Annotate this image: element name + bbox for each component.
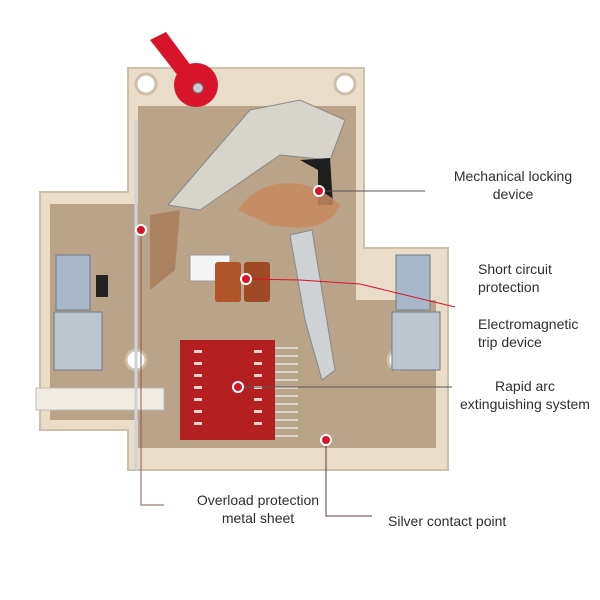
callout-line: Rapid arc — [495, 378, 555, 394]
marker-silver-contact — [320, 434, 332, 446]
left-terminal-clamp — [53, 311, 103, 371]
leader-overload — [140, 230, 164, 506]
right-terminal-clamp — [391, 311, 441, 371]
mechanism-lever — [167, 99, 346, 211]
callout-line: metal sheet — [221, 510, 295, 526]
callout-line: Electromagnetic — [478, 316, 579, 332]
handle-pivot — [192, 82, 204, 94]
callout-line: Silver contact point — [388, 513, 507, 529]
right-terminal-screw — [395, 254, 431, 311]
callout-electromagnetic-trip: Electromagnetic trip device — [478, 315, 578, 351]
callout-rapid-arc: Rapid arc extinguishing system — [452, 377, 598, 413]
callout-line: trip device — [478, 334, 542, 350]
left-terminal-nut — [96, 275, 108, 297]
callout-silver-contact: Silver contact point — [388, 512, 506, 530]
callout-overload-sheet: Overload protection metal sheet — [168, 491, 348, 527]
arc-chute-plates — [275, 347, 298, 437]
mounting-hole — [333, 72, 357, 96]
leader-short-circuit — [245, 278, 456, 308]
callout-short-circuit: Short circuit protection — [478, 260, 552, 296]
coil-winding — [215, 262, 241, 302]
marker-rapid-arc — [232, 381, 244, 393]
callout-line: protection — [478, 279, 540, 295]
leader-silver-contact — [325, 440, 372, 517]
callout-line: Overload protection — [196, 492, 320, 508]
callout-line: device — [492, 186, 534, 202]
moving-contact-arm — [289, 229, 336, 381]
callout-line: Short circuit — [478, 261, 552, 277]
marker-mechanical-locking — [313, 185, 325, 197]
callout-line: extinguishing system — [460, 396, 590, 412]
coil-winding — [244, 262, 270, 302]
marker-dots — [135, 185, 332, 446]
left-terminal-screw — [55, 254, 91, 311]
braided-wire — [150, 210, 180, 290]
callout-line: Mechanical locking — [453, 168, 573, 184]
marker-overload — [135, 224, 147, 236]
mounting-hole — [134, 72, 158, 96]
callout-mechanical-locking: Mechanical locking device — [428, 167, 598, 203]
din-clip — [35, 387, 165, 411]
marker-short-circuit — [240, 273, 252, 285]
